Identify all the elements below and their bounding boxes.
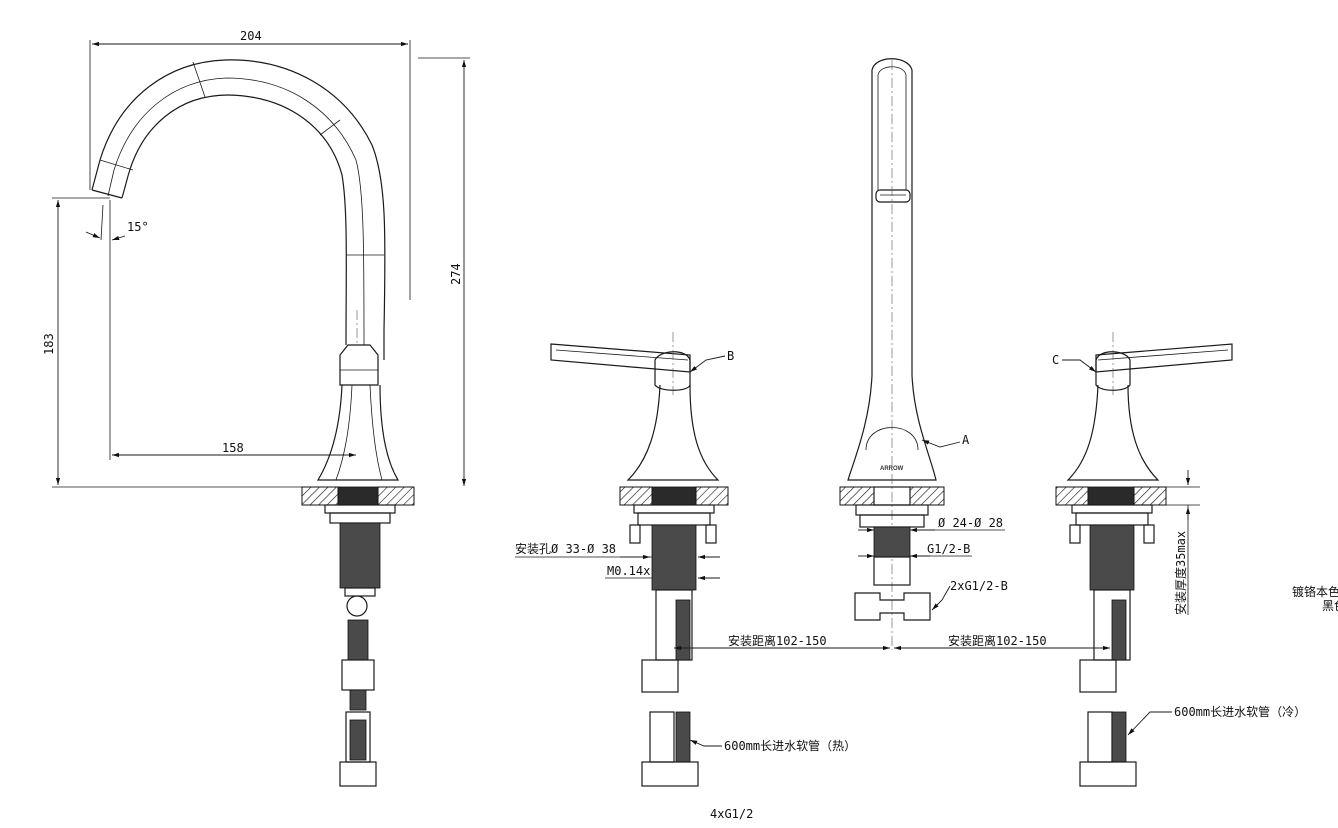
finish-line1: 镀铬本色 (1292, 584, 1338, 599)
connector-label: 4xG1/2 (710, 807, 753, 821)
dim-274-label: 274 (449, 263, 463, 285)
front-left-handle: B (550, 332, 734, 787)
brand-logo: ARROW (880, 466, 904, 472)
dim-204-label: 204 (240, 29, 262, 43)
dim-angle-15: 15° (85, 204, 149, 241)
spacing-right-label: 安装距离102-150 (948, 633, 1047, 648)
g12b-label: G1/2-B (927, 542, 970, 556)
dim-183-label: 183 (42, 333, 56, 355)
dim-width-204: 204 (89, 29, 411, 300)
front-center-spout: ARROW A (839, 58, 970, 650)
spacing-left-label: 安装距离102-150 (728, 633, 827, 648)
hose-hot-label: 600mm长进水软管（热） (724, 738, 856, 753)
tee-label: 2xG1/2-B (950, 579, 1008, 593)
thickness-label: 安装厚度35max (1173, 531, 1188, 615)
deck-section-side (301, 486, 415, 506)
front-right-handle: C (1052, 332, 1233, 787)
install-hole-label: 安装孔Ø 33-Ø 38 (515, 541, 616, 556)
diameter-label: Ø 24-Ø 28 (938, 516, 1003, 530)
finish-line2: 黑色 (1322, 599, 1338, 613)
callout-B: B (727, 349, 734, 363)
spout-body (91, 59, 400, 481)
callout-A: A (962, 433, 970, 447)
angle-15-label: 15° (127, 220, 149, 234)
dim-height-183: 183 (42, 197, 340, 488)
thread-m-label: M0.14x (607, 564, 650, 578)
under-deck-side (324, 504, 396, 787)
side-view: 204 274 183 158 15° (42, 29, 470, 787)
annotations: 安装孔Ø 33-Ø 38 M0.14x Ø 24-Ø 28 G1/2-B 2xG… (515, 470, 1338, 821)
hose-cold-label: 600mm长进水软管（冷） (1174, 704, 1306, 719)
callout-C: C (1052, 353, 1059, 367)
dim-158-label: 158 (222, 441, 244, 455)
dim-height-274: 274 (418, 57, 470, 486)
dim-reach-158: 158 (109, 200, 356, 460)
